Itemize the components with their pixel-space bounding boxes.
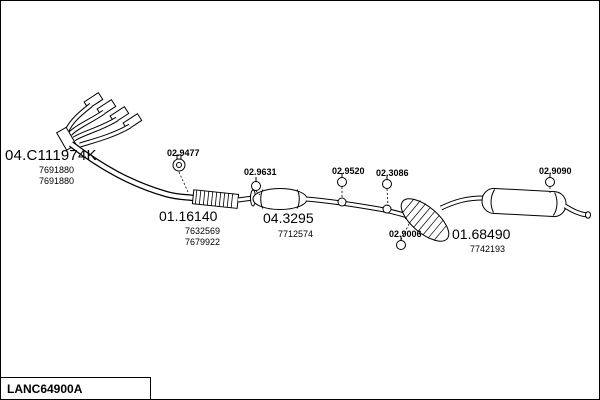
flex-pipe (191, 189, 240, 209)
drawing-code-plate: LANC64900A (1, 377, 151, 399)
hanger-icon-02-3086 (382, 175, 392, 189)
catalytic-converter (237, 188, 308, 210)
pipe-clamp (337, 197, 347, 207)
part-code-029477[interactable]: 02.9477 (167, 148, 200, 158)
part-number: 7712574 (278, 229, 314, 239)
hanger-icon-02-9520 (337, 173, 347, 187)
part-number: 7679922 (185, 237, 221, 247)
part-number: 7742193 (470, 244, 506, 254)
part-number: 7691880 (39, 165, 75, 175)
drawing-code: LANC64900A (7, 381, 83, 396)
part-code-043295[interactable]: 04.3295 (263, 210, 314, 226)
part-number: 7632569 (185, 226, 221, 236)
center-muffler (400, 198, 450, 242)
part-number: 7691880 (39, 176, 75, 186)
exhaust-manifold (55, 92, 143, 151)
front-downpipe (69, 141, 195, 202)
rear-muffler (481, 187, 567, 218)
part-code-029090[interactable]: 02.9090 (539, 166, 572, 176)
part-code-0168490[interactable]: 01.68490 (452, 226, 511, 242)
clamp-icon-02-9631 (251, 177, 261, 191)
rear-pipe (439, 195, 484, 211)
part-code-023086[interactable]: 02.3086 (376, 168, 409, 178)
hanger-icon-02-9006 (396, 236, 406, 250)
part-code-029520[interactable]: 02.9520 (332, 166, 365, 176)
pipe-clamp (382, 204, 392, 214)
part-code-029631[interactable]: 02.9631 (244, 167, 277, 177)
part-code-0116140[interactable]: 01.16140 (159, 208, 218, 224)
hanger-icon-02-9090 (545, 173, 555, 187)
part-code-04C111974K[interactable]: 04.C111974K (5, 147, 97, 164)
leader-lines (178, 171, 551, 241)
tailpipe (563, 203, 591, 219)
part-code-029006[interactable]: 02.9006 (389, 229, 422, 239)
intermediate-pipe (305, 196, 412, 220)
clamp-icon-02-9477 (172, 154, 186, 172)
